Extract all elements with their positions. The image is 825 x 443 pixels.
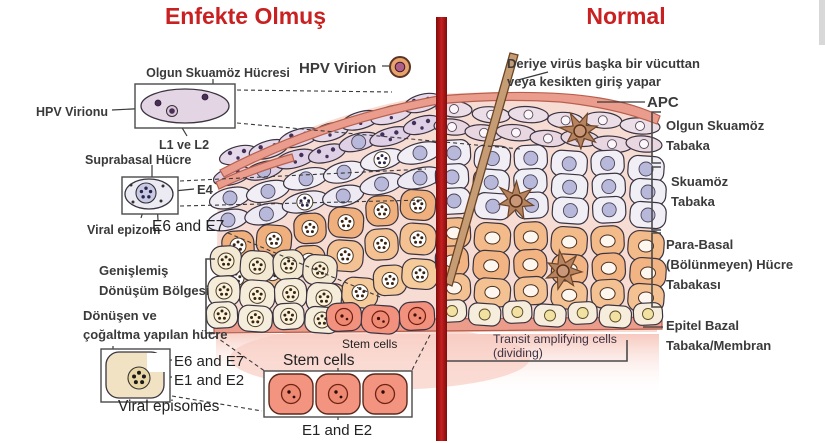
hpv-virion-label: HPV Virion (299, 60, 377, 77)
squamous-layer-label: Skuamöz Tabaka (671, 174, 729, 210)
dashed-leader-line (208, 331, 267, 373)
dendritic-cell-icon (544, 248, 584, 292)
screen-edge-artifact (819, 0, 825, 45)
transformation-zone-label: Genişlemiş Dönüşüm Bölgesi (99, 263, 210, 299)
layer-bracket (651, 232, 661, 308)
stem-cells-large-label: Stem cells (283, 352, 355, 369)
mature-squamous-cell-label: Olgun Skuamöz Hücresi (146, 66, 290, 80)
basal-layer-label: Epitel Bazal Tabaka/Membran (666, 318, 772, 353)
l1-l2-label: L1 ve L2 (159, 138, 210, 152)
dashed-leader-line (236, 122, 521, 150)
needle-icon (444, 52, 519, 287)
layer-bracket (651, 111, 661, 164)
suprabasal-cell-label: Suprabasal Hücre (85, 153, 192, 167)
hpv-virionu-label: HPV Virionu (35, 105, 108, 119)
surface-layer-normal (437, 91, 661, 125)
inset-e6-e7-label: E6 and E7 (174, 353, 245, 370)
divider-line (436, 17, 447, 441)
dashed-leader-line (171, 395, 263, 412)
leader-line (517, 71, 549, 81)
apc-label: APC (647, 94, 679, 111)
title-normal: Normal (586, 3, 666, 29)
transit-amplifying-label: Transit amplifying cells (dividing) (493, 332, 617, 360)
dendritic-cell-icon (557, 111, 600, 151)
stem-cells-small-label: Stem cells (342, 337, 398, 351)
viral-epizom-label: Viral epizom (87, 223, 161, 237)
e6-e7-mid-label: E6 and E7 (152, 218, 225, 235)
dashed-leader-line (179, 199, 425, 207)
virus-entry-label: Deriye virüs başka bir vücuttan veya kes… (507, 56, 700, 90)
title-infected: Enfekte Olmuş (164, 3, 327, 29)
dashed-leader-line (179, 168, 427, 182)
layer-bracket (205, 258, 215, 334)
mature-layer-label: Olgun Skuamöz Tabaka (666, 118, 765, 153)
inset-e1-e2-label: E1 and E2 (174, 372, 245, 389)
viral-episomes-label: Viral episomes (118, 398, 220, 415)
layer-bracket (651, 166, 661, 231)
e4-label: E4 (197, 182, 213, 197)
dendritic-cell-icon (497, 178, 536, 221)
dividing-cell-label: Dönüşen ve çoğaltma yapılan hücre (83, 308, 228, 342)
e1-e2-bottom-label: E1 and E2 (302, 422, 373, 439)
dashed-leader-line (236, 89, 393, 93)
parabasal-layer-label: Para-Basal (Bölünmeyen) Hücre Tabakası (666, 237, 794, 293)
hpv-virion-icon (389, 56, 411, 78)
